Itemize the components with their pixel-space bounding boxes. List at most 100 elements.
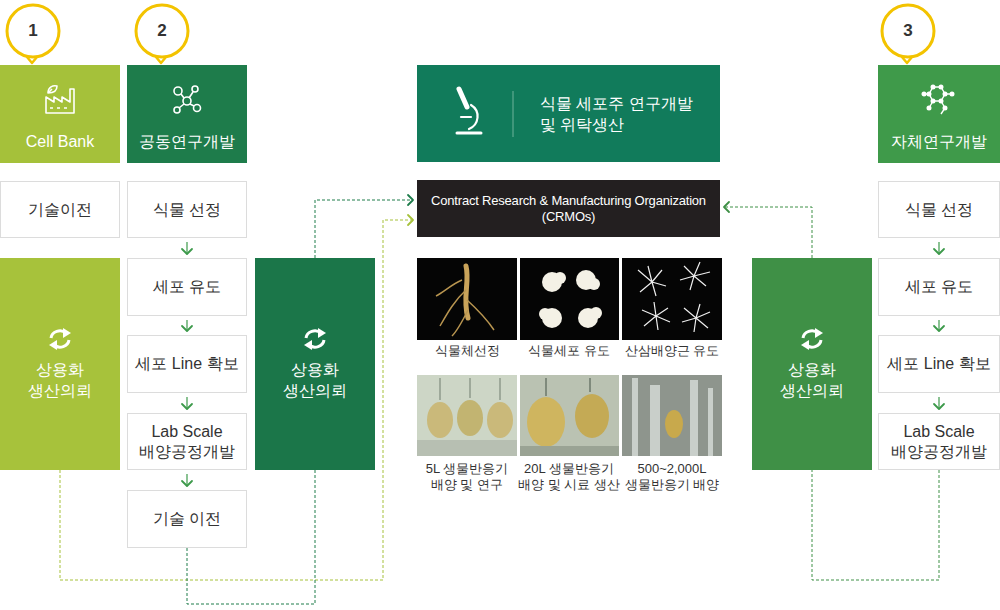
photo-plant-selection	[417, 258, 517, 340]
step-box: Lab Scale 배양공정개발	[127, 413, 247, 470]
photo-caption: 식물세포 유도	[518, 343, 620, 359]
photo-ground	[622, 375, 722, 456]
refresh-icon	[799, 327, 825, 351]
atom	[174, 87, 182, 95]
arrow-head	[182, 404, 192, 409]
callus	[539, 308, 551, 320]
connector-line	[938, 242, 939, 254]
flask	[575, 394, 609, 438]
callus	[588, 278, 600, 290]
arrow-head	[182, 481, 192, 486]
node-text: 기술 이전	[153, 509, 221, 529]
title-banner: 식물 세포주 연구개발 및 위탁생산	[417, 65, 720, 162]
arrow-tip	[801, 340, 809, 350]
node-text: Cell Bank	[26, 132, 94, 152]
bonds	[179, 92, 194, 108]
photo-caption: 500~2,000L 생물반응기 배양	[620, 461, 724, 493]
request-box: 상용화 생산의뢰	[255, 258, 375, 470]
header-box: 자체연구개발	[878, 65, 1000, 163]
photo-ground	[520, 258, 619, 340]
header-box: 공동연구개발	[127, 65, 247, 163]
node-text: 상용화 생산의뢰	[758, 359, 866, 401]
node-text: 공동연구개발	[139, 132, 235, 152]
atom	[194, 105, 201, 112]
pipes	[632, 378, 713, 456]
connector	[182, 474, 192, 486]
photo-ground	[417, 375, 517, 456]
pipe	[690, 380, 698, 456]
node-text: Lab Scale 배양공정개발	[884, 422, 994, 462]
step-box: Lab Scale 배양공정개발	[878, 413, 1000, 470]
photo-caption: 식물체선정	[416, 343, 518, 359]
tube	[440, 378, 500, 400]
node-text: 식물 선정	[153, 200, 221, 220]
node-text: 식물 세포주 연구개발 및 위탁생산	[540, 93, 710, 135]
microscope	[457, 89, 481, 133]
callout-pointer	[902, 57, 912, 63]
root-strands	[638, 262, 710, 332]
refresh-icon	[302, 327, 328, 351]
dot	[927, 92, 931, 96]
node-text: Lab Scale 배양공정개발	[133, 422, 241, 462]
ginseng-hair	[436, 280, 494, 336]
base	[457, 132, 481, 135]
flask	[487, 402, 513, 438]
root-cluster	[680, 262, 710, 290]
arrow-head	[934, 404, 944, 409]
photo-caption: 산삼배양근 유도	[621, 343, 723, 359]
photo-5l-bioreactor	[417, 375, 517, 456]
photo-large-bioreactor	[622, 375, 722, 456]
bench	[520, 446, 619, 456]
connector-line	[186, 474, 187, 486]
callout-circles	[7, 5, 934, 57]
node-text: Contract Research & Manufacturing Organi…	[425, 193, 712, 225]
arrow-head	[408, 195, 413, 205]
tubes	[440, 378, 500, 400]
flask	[457, 400, 483, 436]
callout-circle	[7, 5, 59, 57]
connector	[812, 470, 939, 580]
node-text: 세포 유도	[905, 277, 973, 297]
node-text: 자체연구개발	[891, 132, 987, 152]
callout-circle	[136, 5, 188, 57]
node-text: 세포 Line 확보	[135, 354, 238, 374]
arrow-tip	[318, 328, 326, 338]
connector	[182, 242, 192, 254]
windows	[50, 107, 67, 109]
root-cluster	[638, 266, 666, 296]
arrow-head	[724, 202, 729, 212]
arrow-head	[182, 326, 192, 331]
step-box: 식물 선정	[878, 181, 1000, 238]
callout-pointers	[27, 57, 912, 63]
stage	[461, 116, 471, 118]
connector-line	[315, 200, 413, 258]
connector	[934, 320, 944, 331]
arrow-tip	[63, 328, 71, 338]
dot	[939, 99, 943, 103]
vessel	[665, 410, 683, 438]
dot	[939, 85, 943, 89]
nodes-dots	[922, 85, 954, 110]
photo-adventitious-root	[622, 258, 722, 340]
photo-ground	[622, 258, 722, 340]
connector-line	[186, 242, 187, 254]
refresh-icon	[47, 327, 73, 351]
separator	[513, 91, 514, 137]
arrow-tip	[49, 340, 57, 350]
dot	[931, 85, 935, 89]
callus	[590, 307, 602, 319]
photo-caption: 5L 생물반응기 배양 및 연구	[416, 461, 518, 493]
arrow-head	[934, 326, 944, 331]
callout-circle	[882, 5, 934, 57]
callout-number: 3	[888, 21, 928, 41]
network-icon	[921, 81, 957, 117]
arrow-head	[182, 249, 192, 254]
connector	[724, 202, 812, 258]
node-text: 식물 선정	[905, 200, 973, 220]
node-text: 상용화 생산의뢰	[261, 359, 369, 401]
node-text: 상용화 생산의뢰	[6, 359, 114, 401]
photo-callus	[520, 258, 619, 340]
header-box: Cell Bank	[0, 65, 120, 163]
node-text: 기술이전	[28, 200, 92, 220]
